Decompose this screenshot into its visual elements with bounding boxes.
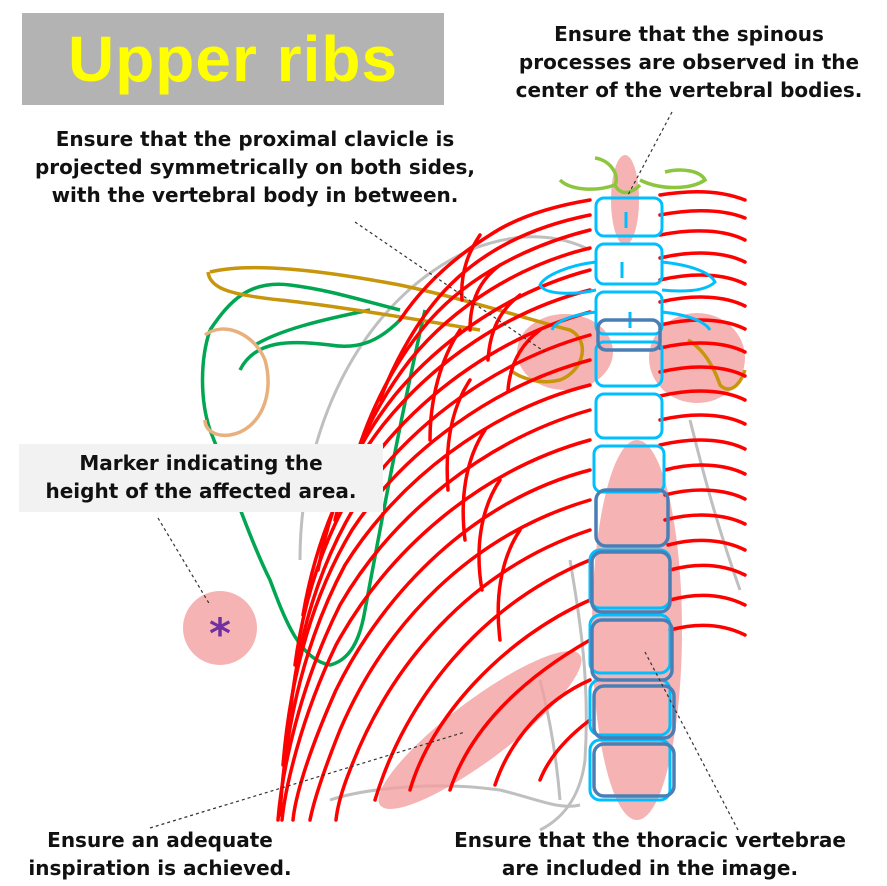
marker-leader [157,517,211,606]
annotation-line: with the vertebral body in between. [51,183,459,207]
inspiration-leader [149,731,466,829]
thoracic-vertebrae-highlight [592,440,682,820]
annotation-line: projected symmetrically on both sides, [34,155,476,179]
spinous-top-outline [558,156,708,195]
left-clavicle-head-highlight [517,314,613,390]
annotation-thoracic: Ensure that the thoracic vertebrae are i… [430,826,870,882]
right-clavicle-head-highlight [649,313,745,403]
title-box: Upper ribs [22,13,444,105]
marker-asterisk: * [209,609,231,658]
annotation-line: center of the vertebral bodies. [515,78,863,102]
annotation-inspiration: Ensure an adequate inspiration is achiev… [10,826,310,882]
annotation-line: processes are observed in the [518,50,860,74]
annotation-line: inspiration is achieved. [28,856,292,880]
annotation-clavicle: Ensure that the proximal clavicle is pro… [8,125,502,209]
marker-highlight [183,591,257,665]
annotation-line: Marker indicating the [79,451,323,475]
annotation-spinous: Ensure that the spinous processes are ob… [494,20,884,104]
annotation-line: Ensure an adequate [47,828,273,852]
spinous-leader [627,111,673,196]
annotation-line: are included in the image. [501,856,799,880]
annotation-line: height of the affected area. [45,479,357,503]
spinous-highlight [611,155,639,245]
vertebral-column [538,196,717,802]
annotation-line: Ensure that the thoracic vertebrae [454,828,846,852]
leader-lines [149,111,739,831]
page-title: Upper ribs [67,23,399,95]
clavicle-leader [354,221,546,353]
annotation-marker: Marker indicating the height of the affe… [19,444,383,512]
annotation-line: Ensure that the spinous [554,22,824,46]
annotation-line: Ensure that the proximal clavicle is [55,127,455,151]
humeral-head [203,327,270,438]
